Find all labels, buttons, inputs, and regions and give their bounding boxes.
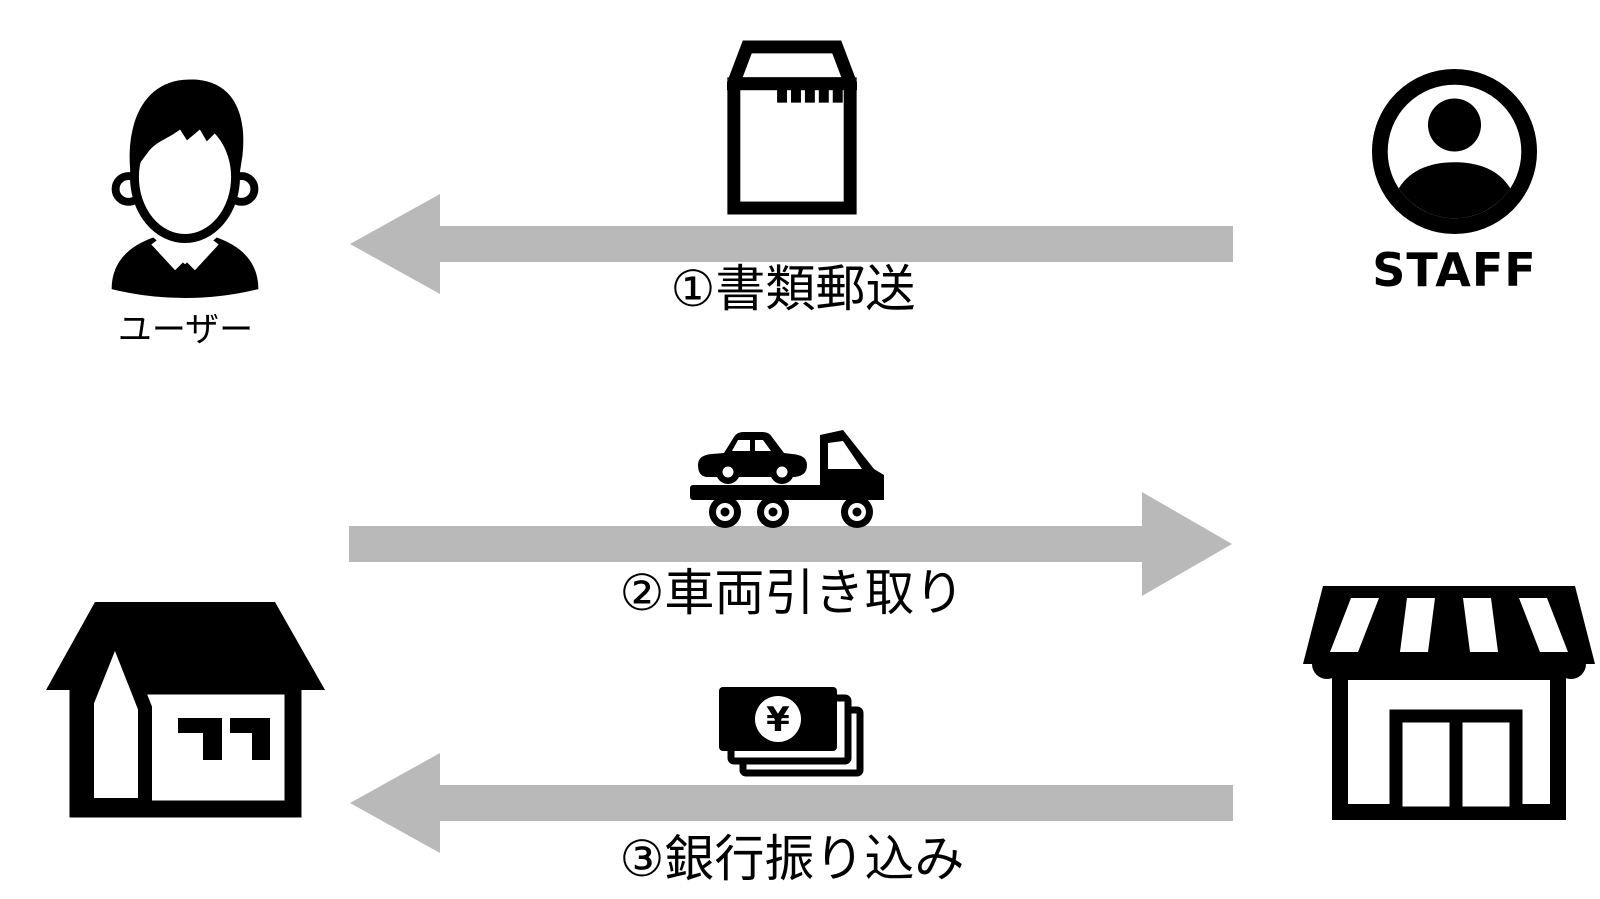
step2-label: ②車両引き取り [619, 564, 965, 622]
staff-circle-icon [1371, 68, 1538, 235]
money-icon: ¥ [719, 687, 864, 777]
user-label: ユーザー [117, 310, 254, 350]
step3-label: ③銀行振り込み [619, 830, 965, 888]
house-icon [46, 602, 325, 818]
actor-user: ユーザー [103, 70, 268, 351]
arrow-left-step3 [350, 753, 1233, 853]
store-icon [1303, 586, 1595, 820]
actor-staff: STAFF [1371, 68, 1538, 297]
tow-truck-icon [690, 430, 884, 528]
staff-label: STAFF [1372, 243, 1537, 297]
svg-text:¥: ¥ [766, 700, 790, 740]
step1-label: ①書類郵送 [670, 260, 916, 318]
arrow-right-step2 [349, 492, 1232, 596]
arrow-left-step1 [350, 194, 1233, 294]
envelope-icon [727, 40, 857, 215]
person-icon [111, 79, 259, 298]
